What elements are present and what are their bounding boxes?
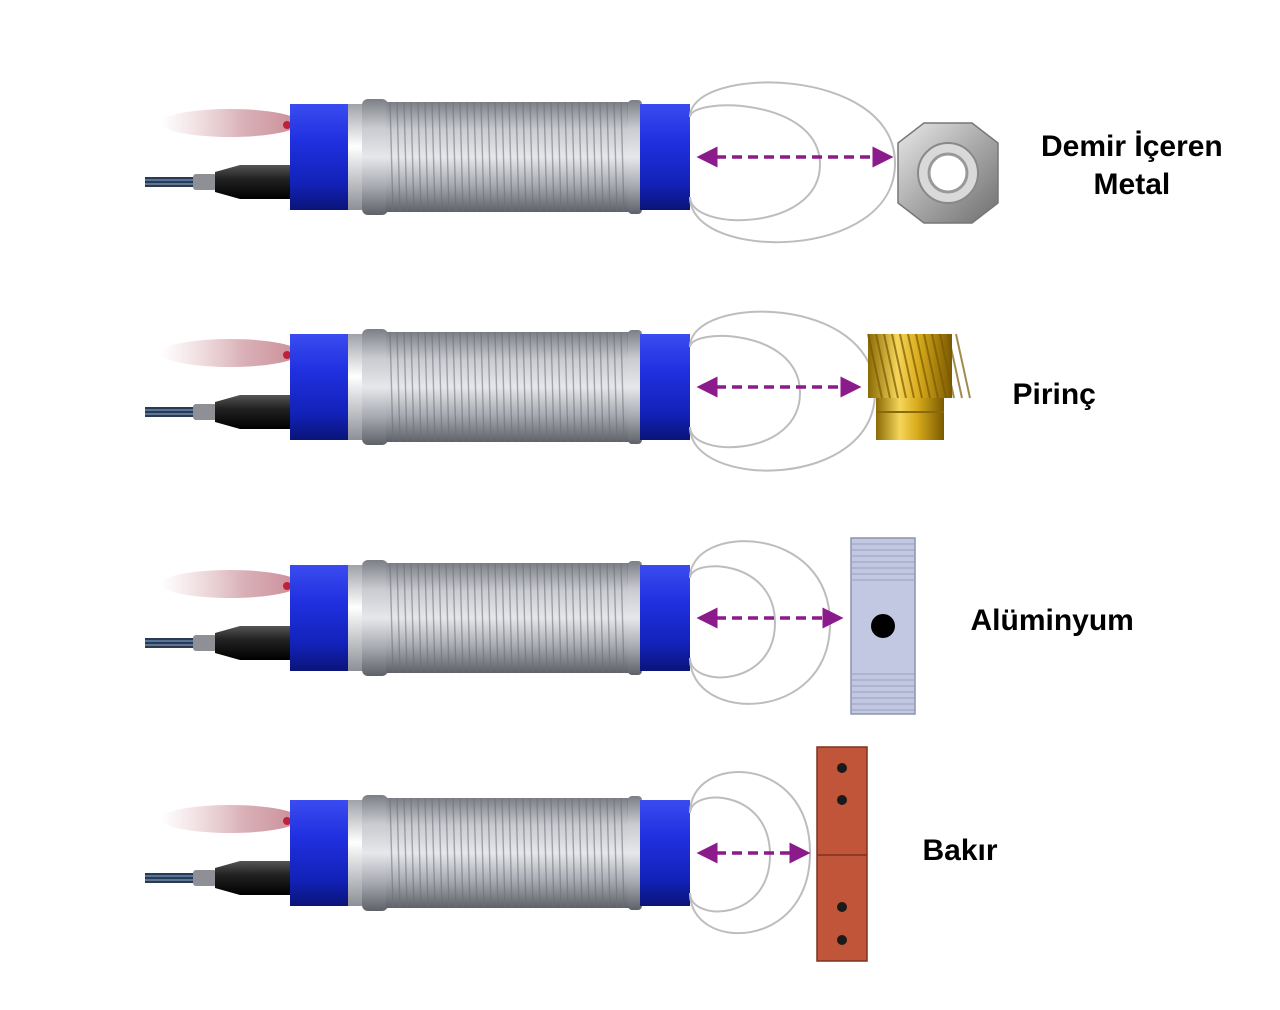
sensor-lock-nut — [362, 329, 388, 445]
cable-strain-relief — [215, 395, 292, 429]
sensor-threaded-body — [386, 102, 640, 212]
material-label-line: Metal — [1093, 168, 1171, 201]
sensor-threaded-body — [386, 798, 640, 908]
cable-strain-relief — [215, 861, 292, 895]
led-indicator — [283, 582, 291, 590]
material-label-3: Alüminyum — [971, 602, 1134, 640]
led-indicator — [283, 351, 291, 359]
cable-sleeve — [193, 635, 217, 651]
sensor-collar — [348, 800, 362, 906]
bar-hole — [837, 795, 847, 805]
sensor-sensing-face — [640, 565, 690, 671]
cable-strain-relief — [215, 165, 292, 199]
sensor-sensing-face — [640, 334, 690, 440]
cable-sleeve — [193, 404, 217, 420]
material-label-line: Alüminyum — [970, 604, 1134, 637]
sensor-front-nut — [628, 100, 642, 214]
material-label-2: Pirinç — [1013, 376, 1096, 414]
led-glow — [160, 339, 300, 367]
sensor-rear-cap — [290, 104, 350, 210]
target-copper-bar — [816, 746, 868, 962]
led-indicator — [283, 817, 291, 825]
sensor-rear-cap — [290, 565, 350, 671]
led-glow — [160, 109, 300, 137]
bar-hole — [837, 763, 847, 773]
cable-wires — [145, 638, 195, 648]
sensor-row-2 — [145, 310, 971, 472]
sensor-front-nut — [628, 330, 642, 444]
sensor-row-1 — [145, 81, 999, 244]
sensor-front-nut — [628, 561, 642, 675]
field-line-inner — [689, 335, 802, 449]
material-label-line: Demir İçeren — [1041, 130, 1223, 163]
sensor-rear-cap — [290, 334, 350, 440]
cable-strain-relief — [215, 626, 292, 660]
sensor-sensing-face — [640, 104, 690, 210]
sensor-threaded-body — [386, 332, 640, 442]
sensor-row-4 — [145, 746, 868, 962]
cable-wires — [145, 873, 195, 883]
sensor-front-nut — [628, 796, 642, 910]
led-indicator — [283, 121, 291, 129]
sensor-lock-nut — [362, 560, 388, 676]
cable-wires — [145, 407, 195, 417]
material-label-4: Bakır — [923, 832, 998, 870]
sensor-lock-nut — [362, 795, 388, 911]
sensor-sensing-face — [640, 800, 690, 906]
field-line-outer — [689, 81, 897, 244]
material-label-line: Pirinç — [1012, 378, 1096, 411]
sensor-collar — [348, 565, 362, 671]
led-glow — [160, 805, 300, 833]
sensor-threaded-body — [386, 563, 640, 673]
led-glow — [160, 570, 300, 598]
sensor-rear-cap — [290, 800, 350, 906]
sensor-row-3 — [145, 537, 916, 715]
field-line-inner — [689, 104, 822, 222]
block-hole — [871, 614, 895, 638]
bar-hole — [837, 902, 847, 912]
sensor-collar — [348, 104, 362, 210]
cable-sleeve — [193, 174, 217, 190]
cable-wires — [145, 177, 195, 187]
sensor-lock-nut — [362, 99, 388, 215]
bar-hole — [837, 935, 847, 945]
sensor-collar — [348, 334, 362, 440]
cable-sleeve — [193, 870, 217, 886]
field-line-inner — [689, 565, 777, 679]
material-label-line: Bakır — [922, 834, 998, 867]
